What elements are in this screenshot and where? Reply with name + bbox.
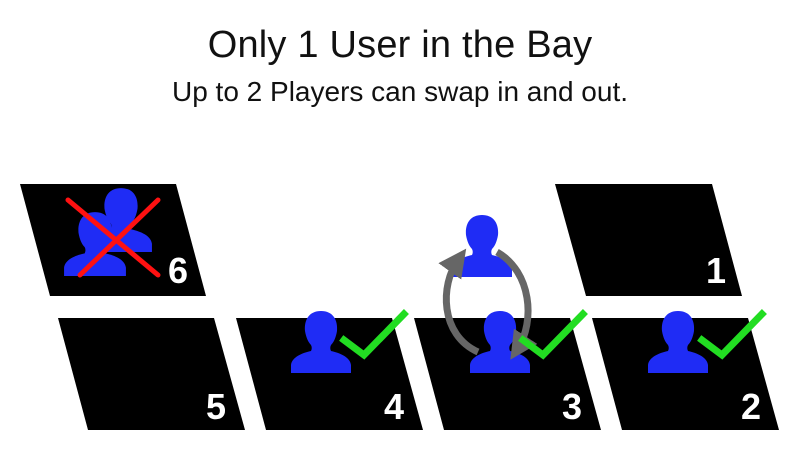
- bay-1-number: 1: [706, 250, 726, 291]
- bay-5: 5: [58, 318, 245, 430]
- bay-6: 6: [20, 184, 206, 296]
- checkmark-icon: [339, 309, 409, 360]
- bay-6-number: 6: [168, 250, 188, 291]
- bay-5-tile: [58, 318, 245, 430]
- bay-4: 4: [236, 309, 423, 430]
- bay-4-number: 4: [384, 386, 404, 427]
- bay-5-number: 5: [206, 386, 226, 427]
- bay-3-number: 3: [562, 386, 582, 427]
- bay-1: 1: [555, 184, 742, 296]
- bay-3: 3: [414, 215, 601, 430]
- checkmark-icon: [697, 309, 767, 360]
- checkmark-icon: [518, 309, 588, 360]
- bay-2: 2: [592, 309, 779, 430]
- bay-1-tile: [555, 184, 742, 296]
- page-subtitle: Up to 2 Players can swap in and out.: [171, 76, 629, 107]
- bay-2-number: 2: [741, 386, 761, 427]
- page-title: Only 1 User in the Bay: [207, 24, 593, 66]
- user-icon: [452, 215, 512, 277]
- cross-icon: [65, 197, 161, 278]
